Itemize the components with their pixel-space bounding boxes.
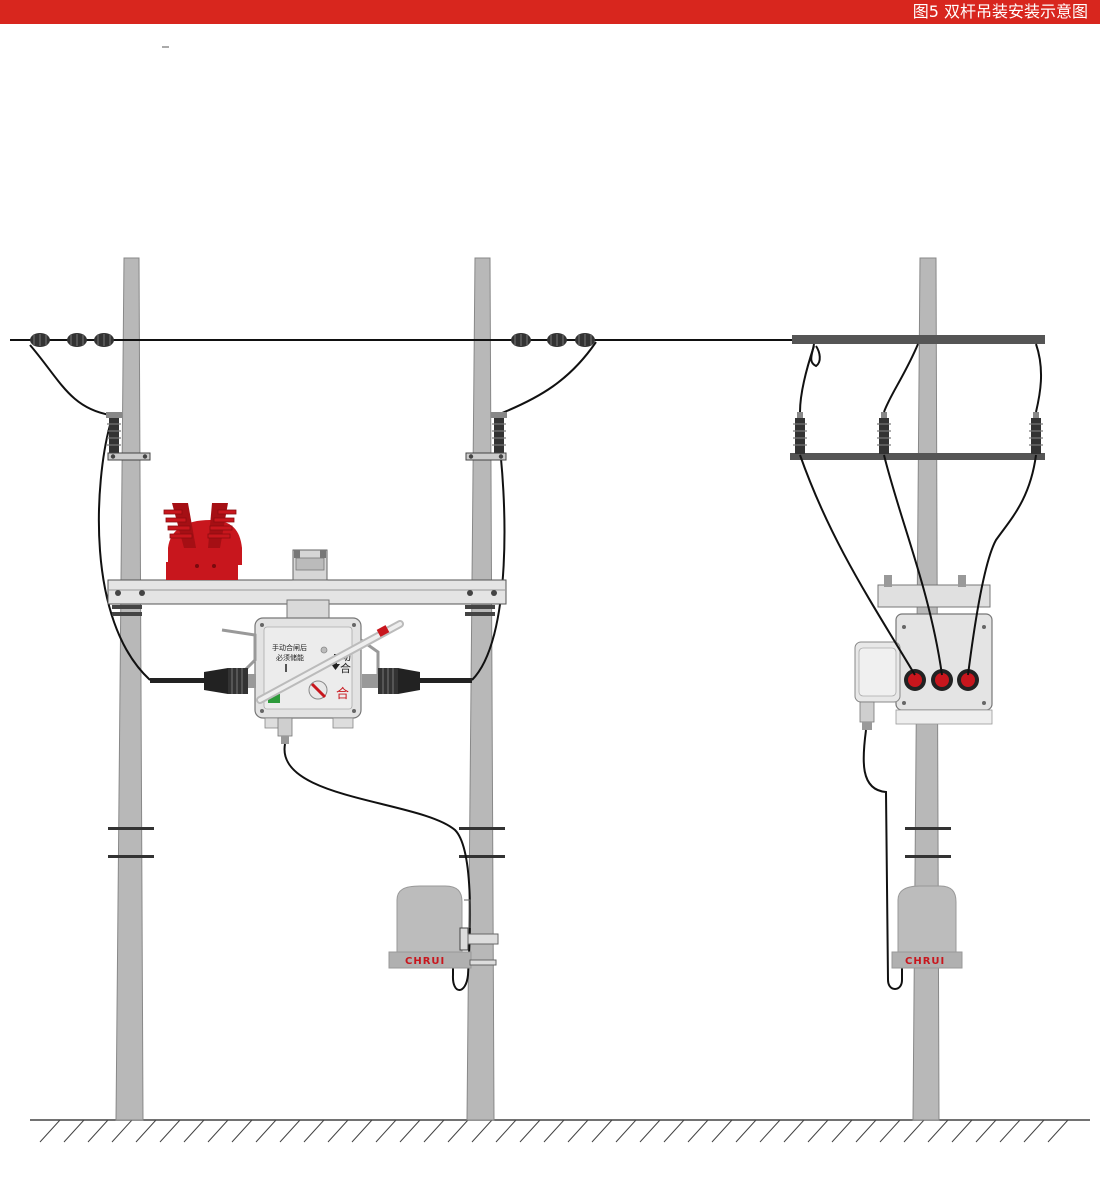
strain-insulator-left: [30, 333, 114, 347]
manual-close-label: 手动合闸后: [272, 643, 307, 652]
strain-insulator-middle: [511, 333, 595, 347]
main-close-label: 合: [336, 687, 349, 702]
jumper-cables: [29, 341, 597, 681]
surge-arrester-left: [106, 412, 151, 461]
pole-left: [108, 257, 154, 1121]
page-title: 图5 双杆吊装安装示意图: [912, 2, 1088, 21]
control-cable-right: [862, 729, 903, 990]
vacuum-switch-right: [854, 575, 993, 730]
controller-left: CHRUI: [388, 885, 499, 969]
surge-arrester-middle: [465, 412, 507, 461]
energy-storage-label: 必须储能: [276, 653, 304, 662]
controller-brand-right: CHRUI: [905, 956, 945, 967]
title-bar: 图5 双杆吊装安装示意图: [0, 0, 1100, 24]
cable-bushing-left: [150, 668, 256, 694]
jumper-cables-right: [799, 343, 1043, 676]
voltage-transformer: [163, 503, 242, 580]
controller-right: CHRUI: [891, 885, 963, 969]
pole-middle: [459, 257, 505, 1121]
crossarm-right-lower: [790, 453, 1045, 460]
vacuum-circuit-breaker: 手动合闸后 必须储能 动 合 合: [221, 617, 404, 744]
close-indicator-label: 合: [340, 661, 351, 675]
control-cable-left: [283, 743, 472, 991]
ground: [30, 1119, 1090, 1143]
crossarm-right-upper: [792, 335, 1045, 344]
cable-bushing-right: [362, 668, 472, 694]
controller-brand-left: CHRUI: [405, 956, 445, 967]
surge-arresters-right: [793, 412, 1043, 454]
